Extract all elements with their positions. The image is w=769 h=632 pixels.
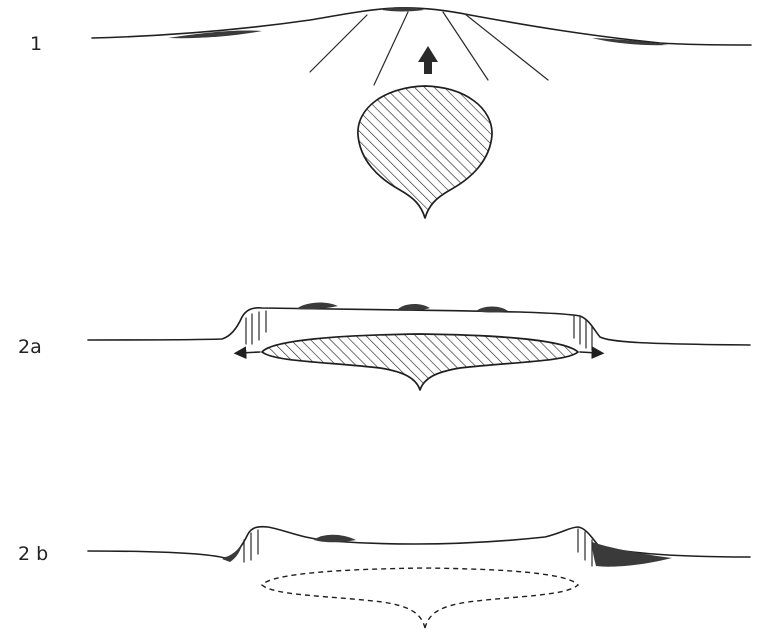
stage-2b-former-magma-body (262, 568, 578, 628)
stage-2b-label: 2 b (18, 543, 48, 565)
stage-2a-panel: 2a (18, 302, 750, 390)
stage-2b-panel: 2 b (18, 527, 750, 628)
stage-2a-sediment-2 (398, 304, 430, 310)
stage-2a-arrow-left (240, 352, 260, 353)
stage-2a-sediment-3 (476, 307, 508, 313)
stage-2a-label: 2a (18, 336, 42, 358)
stage-1-magma-body (358, 86, 492, 218)
stage-1-uplift-arrow (418, 46, 438, 74)
stage-1-surface-profile (92, 8, 751, 45)
stage-2b-sediment-left (222, 545, 242, 562)
stage-2b-sediment-center (314, 535, 356, 543)
stage-1-label: 1 (30, 33, 42, 55)
stage-2a-magma-body (262, 334, 578, 390)
stage-1-fracture-2 (374, 12, 408, 85)
stage-2a-arrow-right (580, 352, 598, 353)
stage-1-panel: 1 (30, 7, 751, 218)
stage-1-fracture-3 (443, 12, 488, 80)
stage-1-fracture-1 (310, 15, 367, 72)
stage-1-fracture-4 (465, 14, 548, 80)
stage-2b-surface-profile (88, 527, 750, 558)
